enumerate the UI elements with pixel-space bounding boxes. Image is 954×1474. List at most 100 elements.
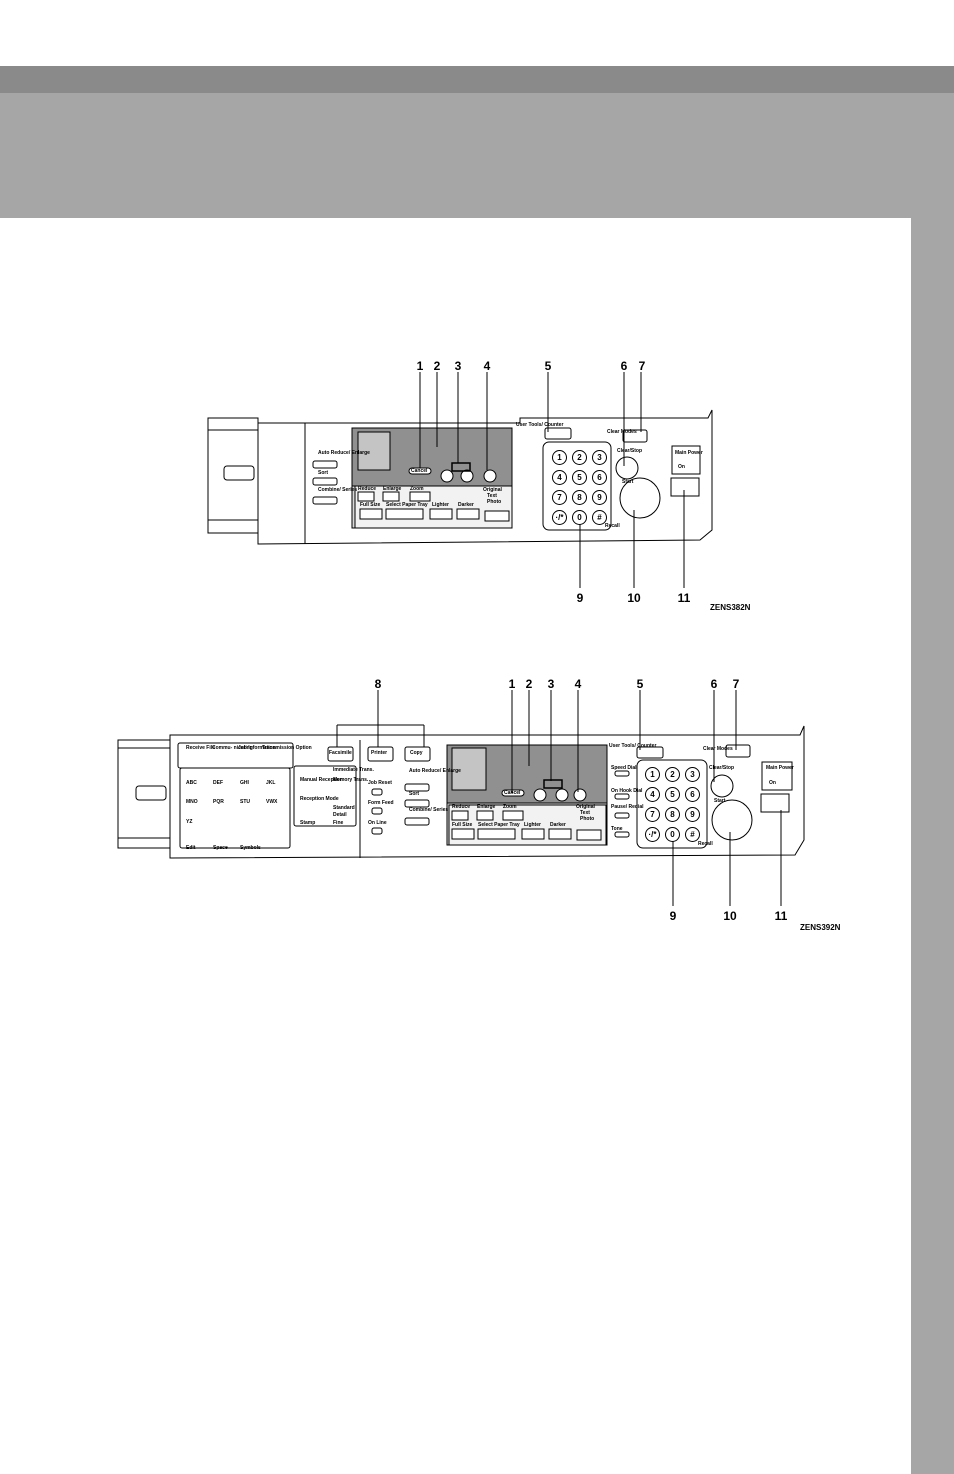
label-b-fullsize: Full Size	[452, 822, 473, 828]
key-b-4[interactable]: 4	[645, 787, 660, 802]
label-b-user-tools: User Tools/ Counter	[609, 743, 657, 749]
label-b-stu: STU	[240, 799, 250, 805]
label-b-vwx: VWX	[266, 799, 278, 805]
label-b-space: Space	[213, 845, 228, 851]
label-b-on-line: On Line	[368, 820, 387, 826]
label-b-symbols: Symbols	[240, 845, 261, 851]
label-b-pause-redial: Pause/ Redial	[611, 804, 644, 810]
callout-b-1: 1	[508, 677, 516, 691]
label-b-yz: YZ	[186, 819, 193, 825]
label-b-fine: Fine	[333, 820, 344, 826]
callout-b-6: 6	[710, 677, 718, 691]
callout-b-3: 3	[547, 677, 555, 691]
label-a-main-power: Main Power	[675, 450, 703, 456]
key-a-2[interactable]: 2	[572, 450, 587, 465]
panel-b-keypad-frame	[636, 759, 708, 849]
label-a-lighter: Lighter	[432, 502, 449, 508]
key-a-6[interactable]: 6	[592, 470, 607, 485]
key-a-3[interactable]: 3	[592, 450, 607, 465]
key-a-9[interactable]: 9	[592, 490, 607, 505]
label-b-manual-reception: Manual Reception	[300, 777, 343, 783]
callout-a-10: 10	[627, 591, 641, 605]
panel-a-paper-clip	[223, 465, 255, 481]
callout-b-7: 7	[732, 677, 740, 691]
label-b-reception-mode: Reception Mode	[300, 796, 339, 802]
callout-a-2: 2	[433, 359, 441, 373]
label-b-lighter: Lighter	[524, 822, 541, 828]
key-b-2[interactable]: 2	[665, 767, 680, 782]
label-b-tone: Tone	[611, 826, 623, 832]
label-b-sort: Sort	[409, 791, 419, 797]
label-a-start: Start	[622, 479, 634, 485]
callout-a-11: 11	[677, 591, 691, 605]
key-b-6[interactable]: 6	[685, 787, 700, 802]
callout-b-10: 10	[723, 909, 737, 923]
label-b-zoom: Zoom	[503, 804, 517, 810]
label-a-darker: Darker	[458, 502, 474, 508]
label-b-communicating: Commu- nicating	[212, 745, 253, 751]
key-a-star[interactable]: ·/*	[552, 510, 567, 525]
label-b-transmission-option: Transmission Option	[262, 745, 312, 751]
label-b-form-feed: Form Feed	[368, 800, 394, 806]
callout-a-4: 4	[483, 359, 491, 373]
key-b-3[interactable]: 3	[685, 767, 700, 782]
label-b-abc: ABC	[186, 780, 197, 786]
key-b-star[interactable]: ·/*	[645, 827, 660, 842]
callout-a-9: 9	[576, 591, 584, 605]
key-b-8[interactable]: 8	[665, 807, 680, 822]
key-a-1[interactable]: 1	[552, 450, 567, 465]
label-b-job-information: Job Information	[238, 745, 276, 751]
label-b-immediate-trans: Immediate Trans.	[333, 767, 374, 773]
callout-a-7: 7	[638, 359, 646, 373]
label-a-sort: Sort	[318, 470, 328, 476]
key-b-9[interactable]: 9	[685, 807, 700, 822]
key-b-0[interactable]: 0	[665, 827, 680, 842]
key-a-7[interactable]: 7	[552, 490, 567, 505]
label-b-combine: Combine/ Series	[409, 807, 449, 813]
key-a-0[interactable]: 0	[572, 510, 587, 525]
label-a-enlarge: Enlarge	[383, 486, 402, 492]
label-b-clear-stop: Clear/Stop	[709, 765, 735, 771]
label-a-text: Text	[487, 493, 497, 499]
label-a-combine: Combine/ Series	[318, 487, 358, 493]
label-b-original: Original	[576, 804, 595, 810]
figure-code-a: ZENS382N	[710, 603, 751, 612]
label-a-paper-tray: Select Paper Tray	[386, 502, 428, 508]
label-b-clear-modes: Clear Modes	[703, 746, 733, 752]
label-b-jkl: JKL	[266, 780, 276, 786]
callout-a-1: 1	[416, 359, 424, 373]
label-b-mno: MNO	[186, 799, 198, 805]
label-a-clear-modes: Clear Modes	[607, 429, 637, 435]
label-b-speed-dial: Speed Dial	[611, 765, 637, 771]
key-a-8[interactable]: 8	[572, 490, 587, 505]
label-a-clear-stop: Clear/Stop	[617, 448, 643, 454]
label-b-job-reset: Job Reset	[368, 780, 392, 786]
key-b-1[interactable]: 1	[645, 767, 660, 782]
label-b-standard: Standard	[333, 805, 355, 811]
key-b-7[interactable]: 7	[645, 807, 660, 822]
label-b-enlarge: Enlarge	[477, 804, 496, 810]
label-b-edit: Edit	[186, 845, 196, 851]
label-b-pqr: PQR	[213, 799, 224, 805]
callout-b-8: 8	[374, 677, 382, 691]
callout-b-2: 2	[525, 677, 533, 691]
figure-code-b: ZENS392N	[800, 923, 841, 932]
label-b-printer: Printer	[371, 750, 388, 756]
callout-b-11: 11	[774, 909, 788, 923]
key-a-4[interactable]: 4	[552, 470, 567, 485]
label-b-facsimile: Facsimile	[329, 750, 352, 756]
callout-b-9: 9	[669, 909, 677, 923]
label-b-photo: Photo	[580, 816, 595, 822]
label-b-start: Start	[714, 798, 726, 804]
label-b-receive-file: Receive File	[186, 745, 215, 751]
key-a-5[interactable]: 5	[572, 470, 587, 485]
label-b-stamp: Stamp	[300, 820, 316, 826]
key-b-5[interactable]: 5	[665, 787, 680, 802]
label-a-reduce: Reduce	[358, 486, 377, 492]
label-b-recall: Recall	[698, 841, 713, 847]
key-b-hash[interactable]: #	[685, 827, 700, 842]
key-a-hash[interactable]: #	[592, 510, 607, 525]
label-b-ghi: GHI	[240, 780, 249, 786]
label-b-reduce: Reduce	[452, 804, 471, 810]
